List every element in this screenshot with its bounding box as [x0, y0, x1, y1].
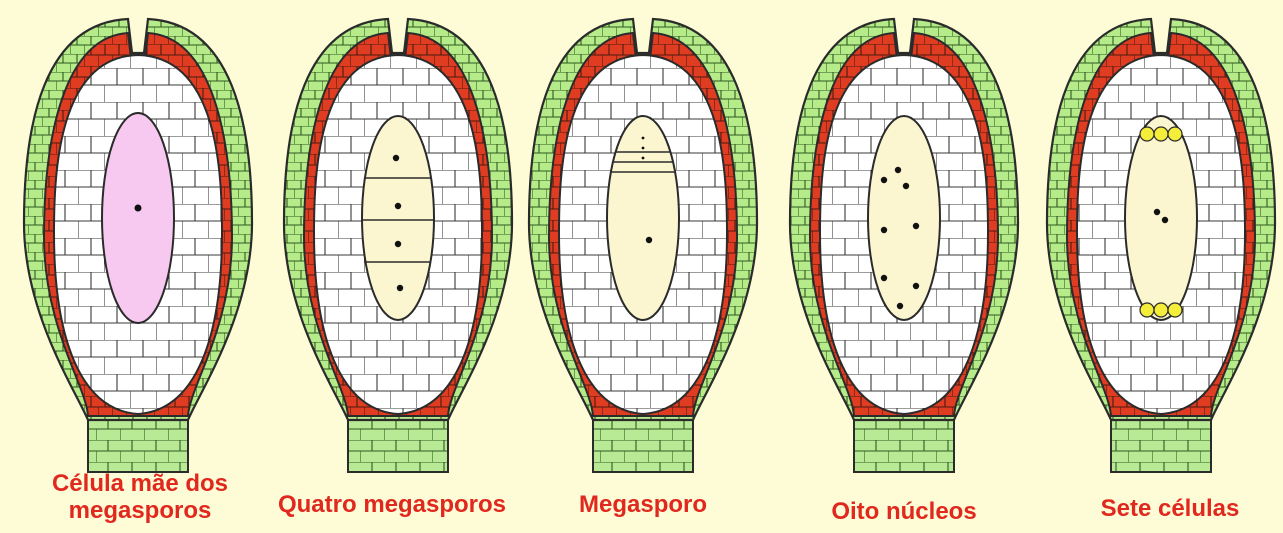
ovule-eight	[790, 19, 1018, 472]
nucleus	[642, 137, 645, 140]
synergid-cell	[1140, 127, 1154, 141]
ovule-seven	[1047, 19, 1275, 472]
nucleus	[903, 183, 909, 189]
nucleus	[1162, 217, 1168, 223]
nucleus	[881, 177, 887, 183]
nucleus	[913, 283, 919, 289]
caption-cell-line-2: megasporos	[52, 497, 228, 524]
nucleus	[881, 275, 887, 281]
nucleus	[881, 227, 887, 233]
caption-seven: Sete células	[1101, 495, 1240, 522]
ovule-cell	[24, 19, 252, 472]
nucleus	[1154, 209, 1160, 215]
nucleus	[895, 167, 901, 173]
ovule-mega	[529, 19, 757, 472]
caption-four: Quatro megasporos	[278, 491, 506, 518]
nucleus	[642, 147, 645, 150]
nucleus	[395, 203, 401, 209]
caption-four-line-1: Quatro megasporos	[278, 491, 506, 518]
synergid-cell	[1154, 127, 1168, 141]
nucleus	[642, 157, 645, 160]
embryo-sac	[102, 113, 174, 323]
nucleus	[397, 285, 403, 291]
caption-cell: Célula mãe dos megasporos	[52, 470, 228, 524]
antipodal-cell	[1154, 303, 1168, 317]
embryo-sac	[1125, 116, 1197, 320]
antipodal-cell	[1140, 303, 1154, 317]
nucleus	[897, 303, 903, 309]
caption-seven-line-1: Sete células	[1101, 495, 1240, 522]
ovule-four	[284, 19, 512, 472]
nucleus	[646, 237, 652, 243]
caption-mega-line-1: Megasporo	[579, 491, 707, 518]
nucleus	[913, 223, 919, 229]
embryo-sac	[868, 116, 940, 320]
synergid-cell	[1168, 127, 1182, 141]
caption-eight-line-1: Oito núcleos	[831, 498, 976, 525]
nucleus	[135, 205, 142, 212]
caption-cell-line-1: Célula mãe dos	[52, 470, 228, 497]
antipodal-cell	[1168, 303, 1182, 317]
nucleus	[395, 241, 401, 247]
nucleus	[393, 155, 399, 161]
caption-mega: Megasporo	[579, 491, 707, 518]
caption-eight: Oito núcleos	[831, 498, 976, 525]
